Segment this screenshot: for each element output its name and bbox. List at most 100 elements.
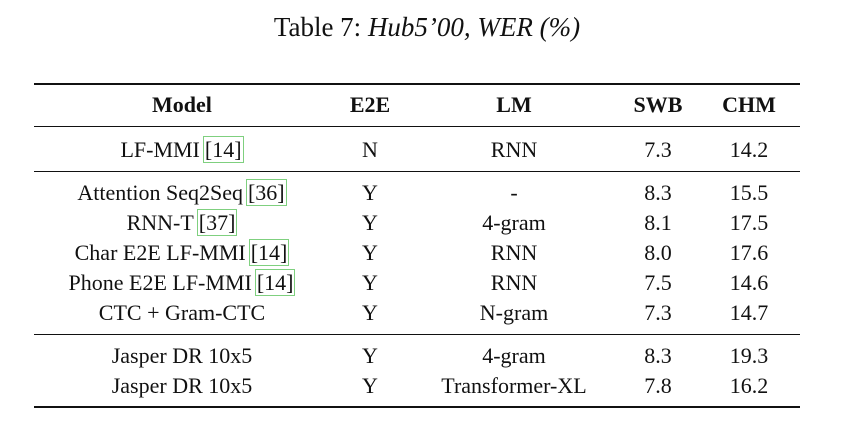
cell-lm-text: RNN	[490, 137, 538, 162]
cell-swb: 8.0	[618, 238, 698, 268]
cell-chm-text: 14.7	[729, 300, 769, 325]
cell-chm: 14.2	[698, 135, 800, 165]
citation-box[interactable]: [36]	[245, 179, 287, 206]
cell-e2e-text: N	[362, 137, 378, 162]
table-row: CTC + Gram-CTC Y N-gram 7.3 14.7	[34, 298, 800, 328]
group-rule	[34, 334, 800, 335]
cell-swb-text: 7.8	[644, 373, 672, 398]
table-row: Jasper DR 10x5 Y 4-gram 8.3 19.3	[34, 341, 800, 371]
cell-swb: 8.3	[618, 178, 698, 208]
cell-swb: 7.3	[618, 298, 698, 328]
cell-e2e: Y	[330, 208, 410, 238]
cell-model-text: Char E2E LF-MMI	[74, 240, 246, 265]
cell-e2e-text: Y	[362, 270, 378, 295]
cell-e2e-text: Y	[362, 373, 378, 398]
header-model: Model	[152, 92, 212, 117]
cell-lm: RNN	[410, 238, 618, 268]
citation-box[interactable]: [14]	[202, 136, 244, 163]
cell-swb: 7.3	[618, 135, 698, 165]
cell-e2e: N	[330, 135, 410, 165]
header-swb: SWB	[633, 92, 683, 117]
table-row: Char E2E LF-MMI[14] Y RNN 8.0 17.6	[34, 238, 800, 268]
citation-box[interactable]: [14]	[254, 269, 296, 296]
citation-link[interactable]: 36	[255, 180, 278, 205]
cell-chm: 19.3	[698, 341, 800, 371]
cell-model: Phone E2E LF-MMI[14]	[34, 268, 330, 298]
cell-lm-text: 4-gram	[482, 343, 546, 368]
cell-swb: 7.5	[618, 268, 698, 298]
cell-chm-text: 19.3	[729, 343, 769, 368]
cell-e2e-text: Y	[362, 210, 378, 235]
cell-chm-text: 16.2	[729, 373, 769, 398]
cell-lm-text: 4-gram	[482, 210, 546, 235]
caption-label: Table 7:	[273, 12, 362, 42]
cell-e2e-text: Y	[362, 300, 378, 325]
cell-chm: 14.7	[698, 298, 800, 328]
cell-chm: 17.6	[698, 238, 800, 268]
cell-chm-text: 14.6	[729, 270, 769, 295]
cell-e2e-text: Y	[362, 343, 378, 368]
cell-model-text: Jasper DR 10x5	[111, 343, 253, 368]
cell-chm: 17.5	[698, 208, 800, 238]
cell-lm: Transformer-XL	[410, 371, 618, 401]
table-caption: Table 7: Hub5’00, WER (%)	[0, 10, 854, 44]
cell-model-text: Phone E2E LF-MMI	[68, 270, 252, 295]
top-rule	[34, 83, 800, 85]
citation-link[interactable]: 37	[206, 210, 229, 235]
cell-chm: 15.5	[698, 178, 800, 208]
cell-chm: 16.2	[698, 371, 800, 401]
citation-link[interactable]: 14	[258, 240, 281, 265]
header-e2e: E2E	[349, 92, 391, 117]
cell-e2e-text: Y	[362, 240, 378, 265]
cell-swb-text: 8.3	[644, 343, 672, 368]
cell-model: LF-MMI[14]	[34, 135, 330, 165]
cell-lm: N-gram	[410, 298, 618, 328]
cell-swb: 8.3	[618, 341, 698, 371]
cell-lm-text: N-gram	[479, 300, 549, 325]
table-row: Phone E2E LF-MMI[14] Y RNN 7.5 14.6	[34, 268, 800, 298]
header-chm: CHM	[722, 92, 776, 117]
citation-link[interactable]: 14	[264, 270, 287, 295]
table-row: LF-MMI[14] N RNN 7.3 14.2	[34, 135, 800, 165]
cell-lm: -	[410, 178, 618, 208]
cell-model: Char E2E LF-MMI[14]	[34, 238, 330, 268]
citation-box[interactable]: [14]	[248, 239, 290, 266]
cell-e2e: Y	[330, 341, 410, 371]
cell-model-text: RNN-T	[126, 210, 194, 235]
cell-swb: 7.8	[618, 371, 698, 401]
citation-link[interactable]: 14	[212, 137, 235, 162]
bottom-rule	[34, 406, 800, 408]
cell-swb-text: 7.3	[644, 137, 672, 162]
cell-model: RNN-T[37]	[34, 208, 330, 238]
cell-e2e: Y	[330, 238, 410, 268]
cell-lm-text: Transformer-XL	[441, 373, 587, 398]
cell-model: Attention Seq2Seq[36]	[34, 178, 330, 208]
header-lm: LM	[496, 92, 532, 117]
table-header-row: Model E2E LM SWB CHM	[34, 90, 800, 120]
cell-swb-text: 8.1	[644, 210, 672, 235]
cell-lm-text: -	[510, 180, 518, 205]
cell-e2e: Y	[330, 178, 410, 208]
group-rule	[34, 171, 800, 172]
cell-model: CTC + Gram-CTC	[34, 298, 330, 328]
cell-lm: 4-gram	[410, 341, 618, 371]
cell-swb-text: 7.3	[644, 300, 672, 325]
cell-chm-text: 17.5	[729, 210, 769, 235]
cell-lm-text: RNN	[490, 270, 538, 295]
cell-e2e: Y	[330, 371, 410, 401]
cell-model-text: CTC + Gram-CTC	[98, 300, 266, 325]
cell-swb-text: 8.3	[644, 180, 672, 205]
cell-lm: 4-gram	[410, 208, 618, 238]
cell-swb-text: 8.0	[644, 240, 672, 265]
cell-lm-text: RNN	[490, 240, 538, 265]
caption-text: Hub5’00, WER (%)	[367, 12, 581, 42]
cell-e2e: Y	[330, 298, 410, 328]
cell-e2e-text: Y	[362, 180, 378, 205]
header-rule	[34, 126, 800, 127]
cell-swb: 8.1	[618, 208, 698, 238]
cell-e2e: Y	[330, 268, 410, 298]
cell-lm: RNN	[410, 135, 618, 165]
citation-box[interactable]: [37]	[196, 209, 238, 236]
cell-model-text: Attention Seq2Seq	[77, 180, 243, 205]
